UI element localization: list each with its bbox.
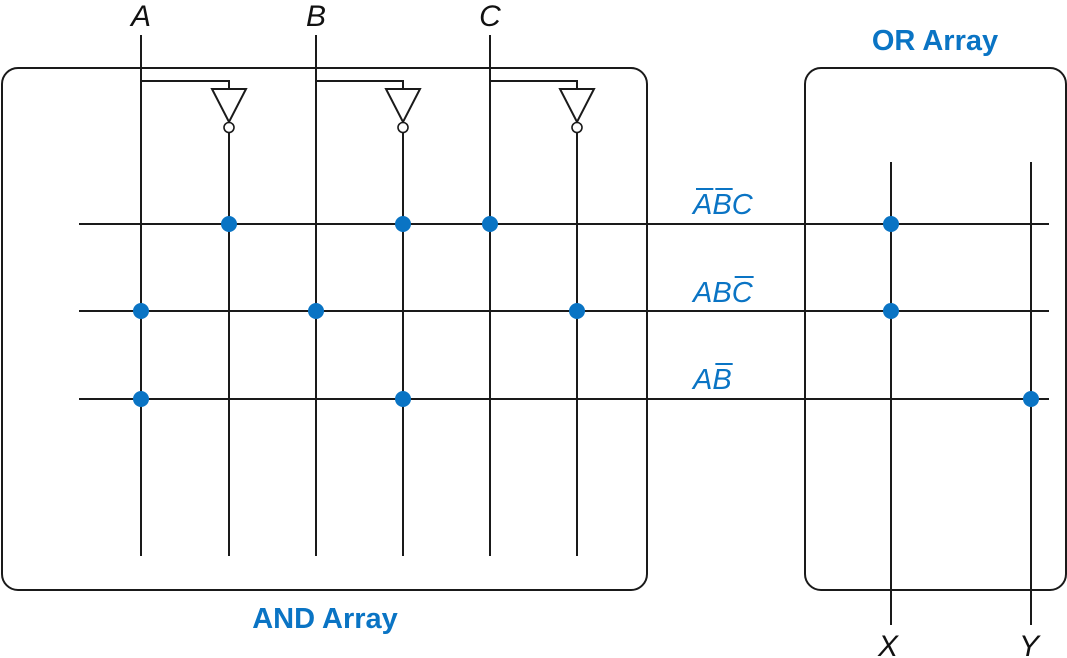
product-term-label-2: ABC — [691, 277, 754, 309]
input-label-b: B — [306, 0, 326, 33]
input-c-branch — [490, 80, 578, 89]
and-connection-dot-row2-a — [133, 303, 149, 319]
and-connection-dot-row1-a-bar — [221, 216, 237, 232]
and-array-box — [1, 67, 648, 591]
inverter-a — [210, 88, 248, 134]
product-term-overbars — [696, 188, 754, 365]
input-b-branch — [316, 80, 404, 89]
product-term-1-letter-2: B — [712, 189, 731, 221]
product-term-2-letter-3: C — [732, 277, 754, 309]
and-connection-dot-row2-b — [308, 303, 324, 319]
inverter-b — [384, 88, 422, 134]
and-connection-dot-row1-b-bar — [395, 216, 411, 232]
output-label-x: X — [877, 630, 899, 658]
product-term-2-letter-1: A — [691, 277, 712, 309]
or-array-title: OR Array — [872, 25, 998, 57]
input-a-branch — [141, 80, 230, 89]
or-connection-dot-row2-x — [883, 303, 899, 319]
or-array-box — [804, 67, 1067, 591]
and-connection-dot-row3-a — [133, 391, 149, 407]
product-term-label-3: AB — [691, 364, 732, 396]
connection-dots — [133, 216, 1039, 407]
input-label-a: A — [129, 0, 151, 33]
product-term-label-1: ABC — [691, 189, 754, 221]
product-term-3-letter-2: B — [712, 364, 731, 396]
product-term-3-letter-1: A — [691, 364, 712, 396]
and-connection-dot-row3-b-bar — [395, 391, 411, 407]
product-term-1-letter-3: C — [732, 189, 754, 221]
or-connection-dot-row3-y — [1023, 391, 1039, 407]
product-term-1-letter-1: A — [691, 189, 712, 221]
input-label-c: C — [479, 0, 501, 33]
and-connection-dot-row2-c-bar — [569, 303, 585, 319]
output-label-y: Y — [1019, 630, 1041, 658]
product-term-2-letter-2: B — [712, 277, 731, 309]
inverter-c — [558, 88, 596, 134]
and-connection-dot-row1-c — [482, 216, 498, 232]
and-array-title: AND Array — [252, 603, 398, 635]
or-connection-dot-row1-x — [883, 216, 899, 232]
